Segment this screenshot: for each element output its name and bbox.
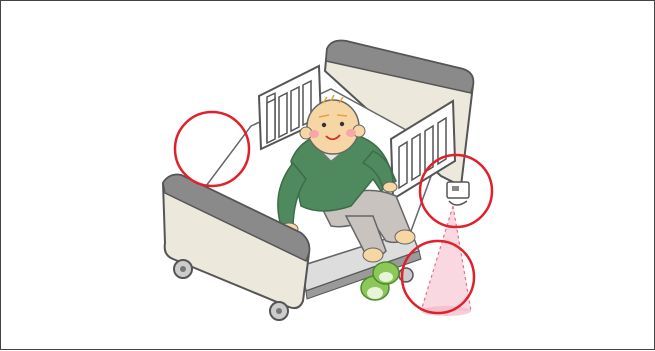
sensor-beam <box>421 206 471 316</box>
wall-sensor <box>447 182 469 205</box>
